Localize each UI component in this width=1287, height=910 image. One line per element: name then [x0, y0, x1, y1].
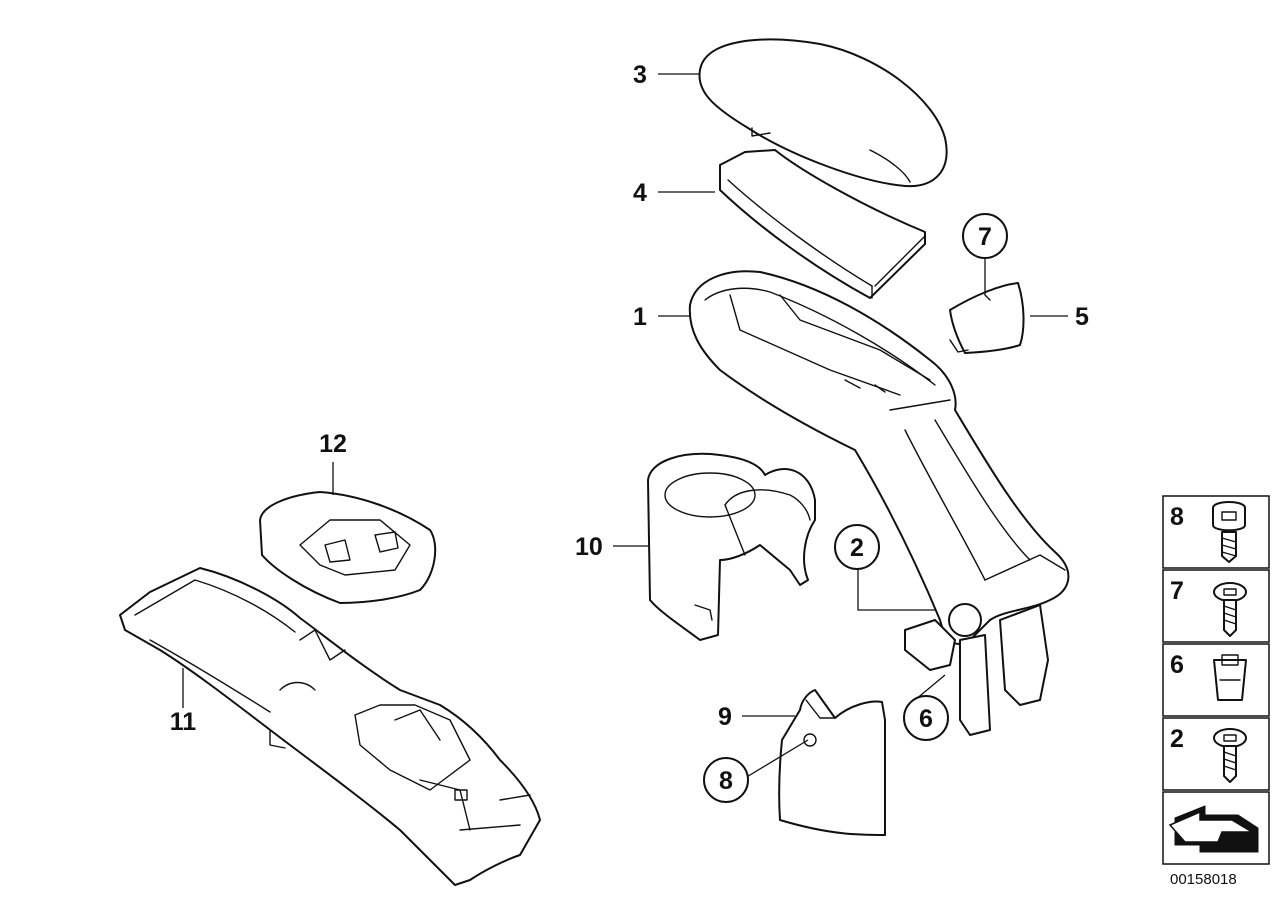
legend-num-6: 6 — [1170, 651, 1184, 679]
callout-2-circle — [834, 524, 880, 570]
callout-9: 9 — [718, 703, 732, 731]
part-mat-insert — [259, 491, 437, 604]
legend-num-7: 7 — [1170, 577, 1184, 605]
part-storage-tray — [719, 149, 926, 299]
callouts: 3 4 1 5 7 2 6 8 10 9 12 11 — [170, 61, 1089, 803]
legend-row-7 — [1162, 569, 1270, 643]
callout-10: 10 — [575, 533, 603, 561]
screw-2-icon — [1213, 728, 1247, 783]
part-armrest-lid — [698, 38, 948, 188]
legend-num-2: 2 — [1170, 725, 1184, 753]
callout-4: 4 — [633, 179, 647, 207]
clip-nut-6-icon — [1213, 654, 1247, 701]
part-cover-panel — [778, 689, 886, 836]
callout-6-circle — [903, 695, 949, 741]
direction-arrow-icon — [1168, 805, 1259, 853]
callout-8-circle — [703, 757, 749, 803]
part-cup-holder — [647, 452, 816, 641]
document-id: 00158018 — [1170, 871, 1237, 888]
part-console-armrest — [688, 270, 1070, 736]
callout-12: 12 — [319, 430, 347, 458]
screw-7-icon — [1213, 582, 1247, 637]
callout-7-circle — [962, 213, 1008, 259]
fastener-legend: 8 7 6 2 — [1162, 495, 1270, 865]
callout-2: 2 — [850, 534, 864, 562]
callout-6: 6 — [919, 705, 933, 733]
callout-5: 5 — [1075, 303, 1089, 331]
screw-8-icon — [1212, 501, 1246, 563]
legend-row-2 — [1162, 717, 1270, 791]
legend-num-8: 8 — [1170, 503, 1184, 531]
callout-11: 11 — [170, 708, 197, 736]
part-end-cap — [949, 282, 1025, 354]
callout-8: 8 — [719, 767, 733, 795]
part-console-carrier — [119, 567, 541, 886]
callout-3: 3 — [633, 61, 647, 89]
callout-7: 7 — [978, 223, 992, 251]
callout-1: 1 — [633, 303, 647, 331]
